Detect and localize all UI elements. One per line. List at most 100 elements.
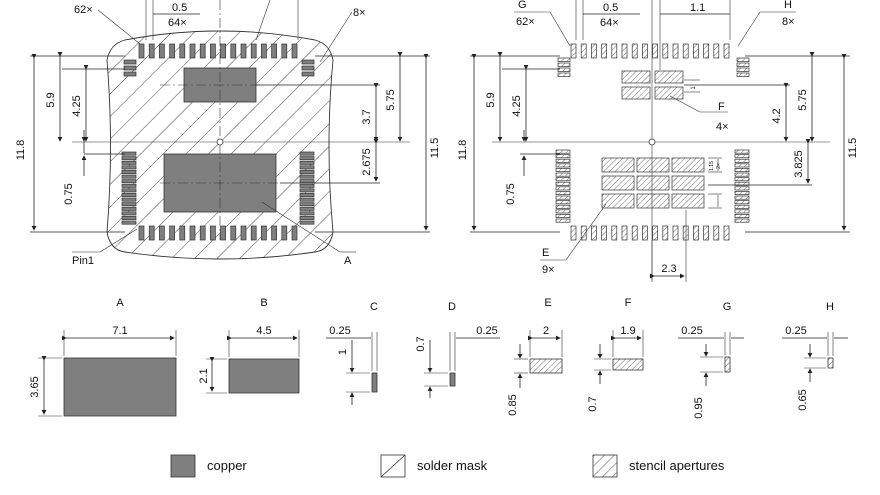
detail-f-w: 1.9 <box>620 325 635 337</box>
label-a: A <box>344 255 352 267</box>
detail-h-w: 0.25 <box>785 325 806 337</box>
bottom-stencil-row <box>570 225 730 241</box>
r-label-e: E <box>542 247 549 259</box>
pad <box>121 211 137 216</box>
stencil-e-aperture <box>671 175 705 191</box>
stencil-pad <box>662 225 669 241</box>
r-dim-4-25: 4.25 <box>511 95 523 116</box>
pad <box>299 197 315 202</box>
pad <box>250 43 257 59</box>
label-64x: 64× <box>168 17 187 29</box>
stencil-pad <box>723 225 730 241</box>
pad <box>291 43 298 59</box>
stencil-pad <box>736 72 750 77</box>
stencil-pad <box>580 225 587 241</box>
pad <box>123 59 137 65</box>
detail-d-w: 0.25 <box>476 325 497 337</box>
pad <box>220 225 226 241</box>
pad <box>199 43 206 59</box>
label-62x: 62× <box>74 4 93 16</box>
pad <box>301 71 315 77</box>
detail-a-w: 7.1 <box>112 325 127 337</box>
stencil-pad <box>734 177 750 182</box>
r-label-4x: 4× <box>716 121 729 133</box>
details-row: A 7.1 3.65 B 4.5 2.1 C 0.25 1 D 0.25 <box>29 297 848 419</box>
stencil-pad <box>734 195 750 200</box>
stencil-pad <box>734 186 750 191</box>
stencil-pad <box>557 57 571 62</box>
pad <box>138 43 145 59</box>
stencil-block-f <box>621 70 684 100</box>
pad <box>179 43 186 59</box>
stencil-pad <box>631 43 638 59</box>
stencil-pad <box>713 43 720 59</box>
pad <box>169 225 175 241</box>
pad <box>299 206 315 211</box>
pad <box>299 170 315 174</box>
stencil-pad <box>621 43 628 59</box>
r-dim-1-15: 1.15 <box>709 161 715 171</box>
stencil-pad <box>611 225 618 241</box>
stencil-pad <box>672 43 679 59</box>
r-dim-1: 1 <box>691 86 697 90</box>
stencil-pad <box>736 62 750 67</box>
pad <box>121 170 137 174</box>
stencil-e-aperture <box>601 175 635 191</box>
pad <box>189 225 196 241</box>
stencil-e-aperture <box>601 157 635 173</box>
pad <box>299 188 315 193</box>
pad <box>179 225 186 241</box>
r-label-g: G <box>518 0 527 11</box>
detail-g-letter: G <box>723 301 732 313</box>
detail-h-h: 0.65 <box>797 389 809 410</box>
detail-h-pad <box>827 357 834 369</box>
pad <box>121 206 137 211</box>
pad <box>189 43 196 59</box>
stencil-pad <box>555 191 571 195</box>
stencil-pad <box>652 43 658 59</box>
pad <box>159 225 165 241</box>
stencil-pad <box>703 43 709 59</box>
pad <box>230 225 237 241</box>
stencil-pad <box>555 218 571 223</box>
label-pin1: Pin1 <box>72 255 94 267</box>
stencil-pad <box>591 43 597 59</box>
detail-b-pad <box>228 358 300 394</box>
top-pad-row <box>138 43 298 59</box>
detail-a-pad <box>63 357 177 417</box>
detail-d-h: 0.7 <box>415 336 427 351</box>
pad <box>121 165 137 170</box>
r-dim-5-9: 5.9 <box>485 92 497 107</box>
pad <box>159 43 165 59</box>
legend-stencil-swatch <box>592 454 618 478</box>
pad <box>210 43 216 59</box>
stencil-pad <box>734 204 750 209</box>
pad <box>121 202 137 207</box>
detail-h-letter: H <box>826 301 834 313</box>
pad <box>299 193 315 197</box>
side-pads <box>121 59 315 225</box>
detail-f-letter: F <box>625 297 632 309</box>
pad <box>148 225 155 241</box>
bottom-pad-row <box>138 225 298 241</box>
dim-11-5: 11.5 <box>429 138 441 159</box>
pad <box>169 43 175 59</box>
right-view: 11.8 5.9 4.25 0.75 11.5 5.75 4.2 3.825 1… <box>457 0 859 282</box>
detail-e-letter: E <box>544 297 551 309</box>
dim-5-9: 5.9 <box>45 92 57 107</box>
stencil-pad <box>555 172 571 177</box>
stencil-pad <box>555 149 571 154</box>
detail-g-w: 0.25 <box>681 325 702 337</box>
left-view: 11.8 5.9 4.25 0.75 11.5 5.75 3.7 2.675 6… <box>15 0 441 267</box>
stencil-e-aperture <box>601 193 635 209</box>
pad <box>261 43 267 59</box>
r-dim-3-825: 3.825 <box>793 150 805 178</box>
stencil-pad <box>734 218 750 223</box>
stencil-e-aperture <box>636 157 670 173</box>
legend-copper-swatch <box>170 454 196 478</box>
pad <box>299 211 315 216</box>
stencil-pad <box>713 225 720 241</box>
r-label-8x: 8× <box>782 16 795 28</box>
top-stencil-row <box>570 43 730 59</box>
